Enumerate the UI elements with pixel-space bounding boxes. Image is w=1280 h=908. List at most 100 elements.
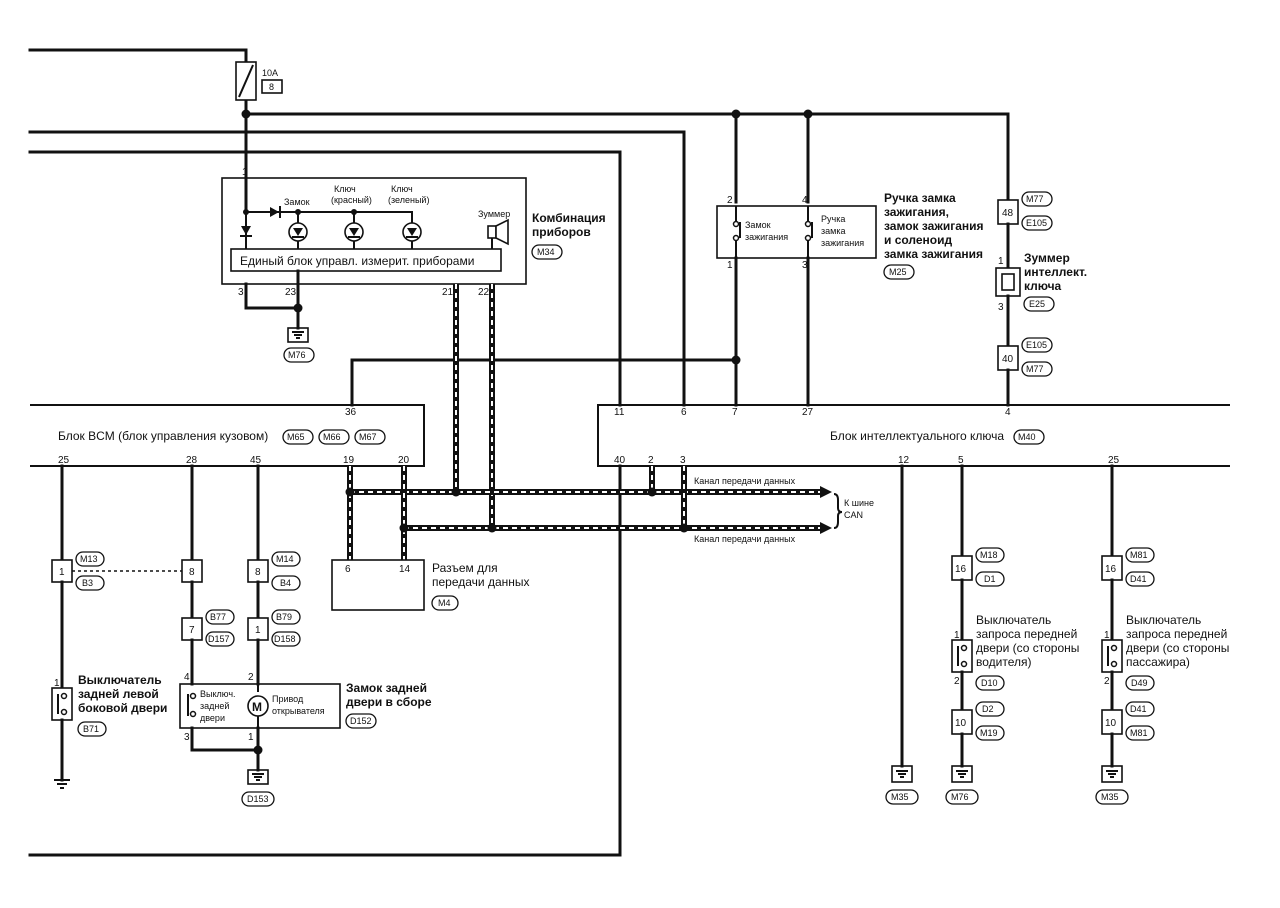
bd-c4-b: D158 xyxy=(274,634,296,644)
rl-conn-pin: 1 xyxy=(59,567,65,578)
bd-pin-2: 2 xyxy=(248,672,254,683)
ikey-pin-12: 12 xyxy=(898,455,910,466)
back-door-lock: 8 7 B77 D157 8 M14 B4 1 B79 D158 4 2 3 1 xyxy=(180,466,432,806)
bd-title-2: двери в сборе xyxy=(346,695,432,709)
ground-icon xyxy=(952,766,972,782)
ikey-label: Блок интеллектуального ключа xyxy=(830,429,1004,443)
bcm-conn-3: M67 xyxy=(359,432,377,442)
buzzer-c-top-a: M77 xyxy=(1026,194,1044,204)
psg-c2-a: D41 xyxy=(1130,704,1147,714)
diode-icon xyxy=(270,207,279,217)
ikey-pin-25: 25 xyxy=(1108,455,1120,466)
ground-m35a: M35 xyxy=(891,792,909,802)
ign-pin-2: 2 xyxy=(727,195,733,206)
can-bus-label-2: CAN xyxy=(844,510,863,520)
buzzer-c-top-b: E105 xyxy=(1026,218,1047,228)
dlc-pin-6: 6 xyxy=(345,564,351,575)
bcm-pin-19: 19 xyxy=(343,455,355,466)
led-green-label-2: (зеленый) xyxy=(388,195,429,205)
psg-title-2: запроса передней xyxy=(1126,627,1227,641)
psg-sw-conn: D49 xyxy=(1131,678,1148,688)
door-switch-icon xyxy=(952,640,972,672)
led-red-label-1: Ключ xyxy=(334,184,356,194)
drv-c1-pin: 16 xyxy=(955,564,967,575)
bd-motor-symbol: M xyxy=(252,700,262,714)
ikey-ground-m35: M35 xyxy=(886,466,918,804)
data-link-connector: 6 14 Разъем для передачи данных M4 xyxy=(332,560,530,610)
ikey-pin-4: 4 xyxy=(1005,407,1011,418)
rl-title-2: задней левой xyxy=(78,687,159,701)
door-switch-icon xyxy=(1102,640,1122,672)
bd-conn: D152 xyxy=(350,716,372,726)
drv-title-3: двери (со стороны xyxy=(976,641,1079,655)
buzzer-title-2: интеллект. xyxy=(1024,265,1087,279)
driver-request-switch: 16 M18 D1 1 2 Выключатель запроса передн… xyxy=(946,466,1079,804)
ign-conn: M25 xyxy=(889,267,907,277)
motor-icon: M xyxy=(248,684,268,728)
ikey-pin-11: 11 xyxy=(614,407,625,418)
door-switch-icon xyxy=(188,694,196,717)
psg-title-4: пассажира) xyxy=(1126,655,1190,669)
buzzer-title-3: ключа xyxy=(1024,279,1062,293)
bd-c3-pin: 7 xyxy=(189,625,195,636)
led-key-green-icon xyxy=(403,223,421,249)
bd-c1-pin: 8 xyxy=(189,567,195,578)
rl-sw-conn: B71 xyxy=(83,724,99,734)
bd-c4-pin: 1 xyxy=(255,625,261,636)
switch-icon xyxy=(806,206,813,258)
drv-sw-conn: D10 xyxy=(981,678,998,688)
meter-pin-3: 3 xyxy=(238,287,244,298)
bd-c3-b: D157 xyxy=(208,634,230,644)
bd-sw-label-1: Выключ. xyxy=(200,689,236,699)
fuse-rating: 10A xyxy=(262,68,278,78)
drv-c1-b: D1 xyxy=(984,574,996,584)
rear-left-door-switch: 1 M13 B3 1 Выключатель задней левой боко… xyxy=(52,466,182,788)
ground-icon xyxy=(288,328,308,342)
bd-c4-a: B79 xyxy=(276,612,292,622)
bd-pin-1: 1 xyxy=(248,732,254,743)
ikey-pin-2: 2 xyxy=(648,455,654,466)
psg-c2-pin: 10 xyxy=(1105,718,1117,729)
ground-icon xyxy=(892,766,912,782)
bcm-pin-28: 28 xyxy=(186,455,198,466)
ign-handle-label-2: замка xyxy=(821,226,845,236)
ikey-conn: M40 xyxy=(1018,432,1036,442)
drv-ground: M76 xyxy=(951,792,969,802)
bd-ground: D153 xyxy=(247,794,269,804)
can-line-2-label: Канал передачи данных xyxy=(694,534,796,544)
bd-c2-b: B4 xyxy=(280,578,291,588)
bd-sw-label-2: задней xyxy=(200,701,229,711)
buzzer-c-bot-b: M77 xyxy=(1026,364,1044,374)
psg-pin-2: 2 xyxy=(1104,676,1110,687)
rl-conn-a: M13 xyxy=(80,554,98,564)
meter-pin-22: 22 xyxy=(478,287,490,298)
meter-pin-21: 21 xyxy=(442,287,454,298)
ign-lock-label-2: зажигания xyxy=(745,232,788,242)
intelligent-key-unit: Блок интеллектуального ключа M40 11 6 7 … xyxy=(598,405,1230,466)
rl-title-1: Выключатель xyxy=(78,673,162,687)
combination-meter: Единый блок управл. измерит. приборами 1 xyxy=(222,167,606,362)
ign-title-1: Ручка замка xyxy=(884,191,956,205)
drv-c1-a: M18 xyxy=(980,550,998,560)
drv-title-1: Выключатель xyxy=(976,613,1051,627)
bd-c3-a: B77 xyxy=(210,612,226,622)
drv-c2-pin: 10 xyxy=(955,718,967,729)
meter-buzzer-label: Зуммер xyxy=(478,209,510,219)
dlc-title-2: передачи данных xyxy=(432,575,530,589)
buzzer-title-1: Зуммер xyxy=(1024,251,1070,265)
meter-pin-23: 23 xyxy=(285,287,297,298)
drv-pin-2: 2 xyxy=(954,676,960,687)
ikey-pin-3: 3 xyxy=(680,455,686,466)
led-red-label-2: (красный) xyxy=(331,195,372,205)
drv-c2-b: M19 xyxy=(980,728,998,738)
meter-title-1: Комбинация xyxy=(532,211,606,225)
buzzer-pin-3: 3 xyxy=(998,302,1004,313)
meter-ground-conn: M76 xyxy=(288,350,306,360)
bcm-pin-25: 25 xyxy=(58,455,70,466)
led-green-label-1: Ключ xyxy=(391,184,413,194)
meter-unit-label: Единый блок управл. измерит. приборами xyxy=(240,254,474,268)
psg-c1-b: D41 xyxy=(1130,574,1147,584)
ignition-switch: 2 4 1 3 Замок зажигания Ручка замка зажи… xyxy=(717,191,984,405)
psg-title-1: Выключатель xyxy=(1126,613,1201,627)
